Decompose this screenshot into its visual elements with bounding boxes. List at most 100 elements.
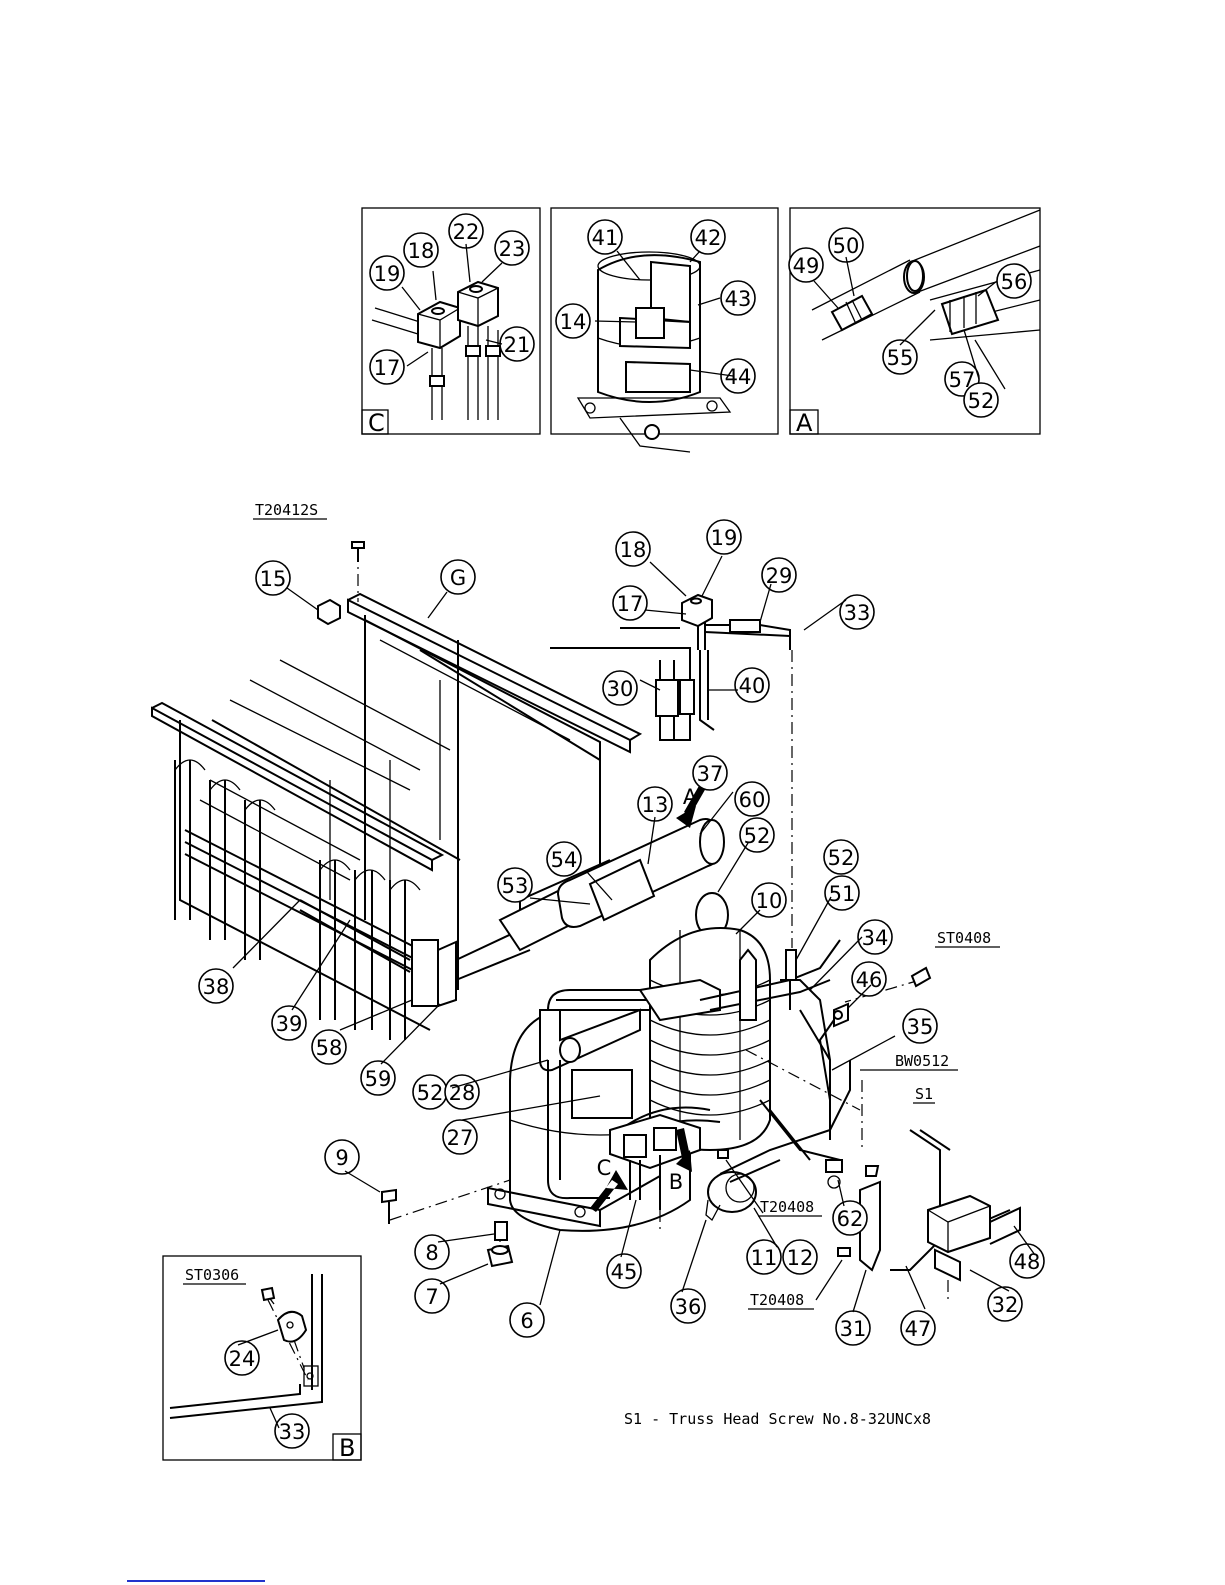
callout-29-label: 29 [766, 564, 793, 588]
callout-10: 10 [752, 883, 786, 917]
callout-60: 60 [735, 782, 769, 816]
callout-14-detail-label: 14 [560, 310, 587, 334]
callout-46-label: 46 [856, 968, 883, 992]
callout-30: 30 [603, 671, 637, 705]
callout-56-label: 56 [1001, 270, 1028, 294]
callout-54-label: 54 [551, 848, 578, 872]
callout-11-label: 11 [751, 1246, 778, 1270]
callout-18: 18 [616, 532, 650, 566]
callout-48-label: 48 [1014, 1250, 1041, 1274]
callout-43-label: 43 [725, 287, 752, 311]
callout-47-label: 47 [905, 1317, 932, 1341]
callout-59-label: 59 [365, 1067, 392, 1091]
callout-8-label: 8 [425, 1241, 438, 1265]
callout-44: 44 [721, 359, 755, 393]
callout-17-label: 17 [617, 592, 644, 616]
callout-7-label: 7 [425, 1285, 438, 1309]
callout-g: G [441, 560, 475, 594]
bottom-link-underline[interactable] [127, 1580, 265, 1582]
callout-6-label: 6 [520, 1309, 533, 1333]
callout-50: 50 [829, 228, 863, 262]
callout-19-label: 19 [711, 526, 738, 550]
code-bw0512: BW0512 [895, 1052, 949, 1070]
callout-27: 27 [443, 1120, 477, 1154]
callout-c-23-label: 23 [499, 237, 526, 261]
callout-52-b: 52 [824, 840, 858, 874]
callout-19: 19 [707, 520, 741, 554]
callout-c-22: 22 [449, 214, 483, 248]
callout-37-label: 37 [697, 762, 724, 786]
code-t20408-a: T20408 [760, 1198, 814, 1216]
callout-14-detail: 14 [556, 304, 590, 338]
callout-12: 12 [783, 1240, 817, 1274]
callout-6: 6 [510, 1303, 544, 1337]
callout-49-label: 49 [793, 254, 820, 278]
arrow-label-c: C [597, 1156, 612, 1180]
callout-24: 24 [225, 1341, 259, 1375]
callout-38: 38 [199, 969, 233, 1003]
callout-7: 7 [415, 1279, 449, 1313]
arrow-label-a: A [683, 785, 698, 809]
callout-10-label: 10 [756, 889, 783, 913]
callout-52-c-label: 52 [417, 1081, 444, 1105]
callout-13-label: 13 [642, 793, 669, 817]
callout-56: 56 [997, 264, 1031, 298]
callout-c-18: 18 [404, 233, 438, 267]
callout-50-label: 50 [833, 234, 860, 258]
callout-53-label: 53 [502, 874, 529, 898]
callout-52-detail-label: 52 [968, 389, 995, 413]
callout-48: 48 [1010, 1244, 1044, 1278]
callout-53: 53 [498, 868, 532, 902]
callout-60-label: 60 [739, 788, 766, 812]
callout-17: 17 [613, 586, 647, 620]
callout-52-c: 52 [413, 1075, 447, 1109]
leader-lines [233, 244, 1035, 1428]
callout-34: 34 [858, 920, 892, 954]
callout-42-label: 42 [695, 226, 722, 250]
callout-c-21: 21 [500, 327, 534, 361]
callout-41: 41 [588, 220, 622, 254]
callout-42: 42 [691, 220, 725, 254]
callout-45-label: 45 [611, 1260, 638, 1284]
callout-43: 43 [721, 281, 755, 315]
callout-36: 36 [671, 1289, 705, 1323]
callout-62: 62 [833, 1201, 867, 1235]
panel-c-letter: C [368, 409, 385, 437]
callout-36-label: 36 [675, 1295, 702, 1319]
callout-32: 32 [988, 1287, 1022, 1321]
callout-13: 13 [638, 787, 672, 821]
callout-15-label: 15 [260, 567, 287, 591]
callout-59: 59 [361, 1061, 395, 1095]
callout-35: 35 [903, 1009, 937, 1043]
callout-12-label: 12 [787, 1246, 814, 1270]
callout-c-17: 17 [370, 350, 404, 384]
callout-45: 45 [607, 1254, 641, 1288]
callout-51: 51 [825, 876, 859, 910]
callout-c-19-label: 19 [374, 262, 401, 286]
callout-33-inset-label: 33 [279, 1420, 306, 1444]
callout-27-label: 27 [447, 1126, 474, 1150]
callout-39-label: 39 [276, 1012, 303, 1036]
main-assembly [152, 542, 1020, 1380]
code-t20412s: T20412S [255, 501, 318, 519]
callout-c-22-label: 22 [453, 220, 480, 244]
callout-58: 58 [312, 1030, 346, 1064]
callout-39: 39 [272, 1006, 306, 1040]
callout-29: 29 [762, 558, 796, 592]
code-st0306: ST0306 [185, 1266, 239, 1284]
callout-c-18-label: 18 [408, 239, 435, 263]
callout-24-label: 24 [229, 1347, 256, 1371]
panel-a-letter: A [796, 409, 813, 437]
inset-b: B [163, 1256, 361, 1462]
callout-g-label: G [450, 566, 466, 590]
callout-41-label: 41 [592, 226, 619, 250]
callout-18-label: 18 [620, 538, 647, 562]
callout-c-17-label: 17 [374, 356, 401, 380]
arrow-label-b: B [669, 1170, 683, 1194]
callout-15: 15 [256, 561, 290, 595]
callout-44-label: 44 [725, 365, 752, 389]
callout-33-inset: 33 [275, 1414, 309, 1448]
callout-55: 55 [883, 340, 917, 374]
callout-28: 28 [445, 1075, 479, 1109]
